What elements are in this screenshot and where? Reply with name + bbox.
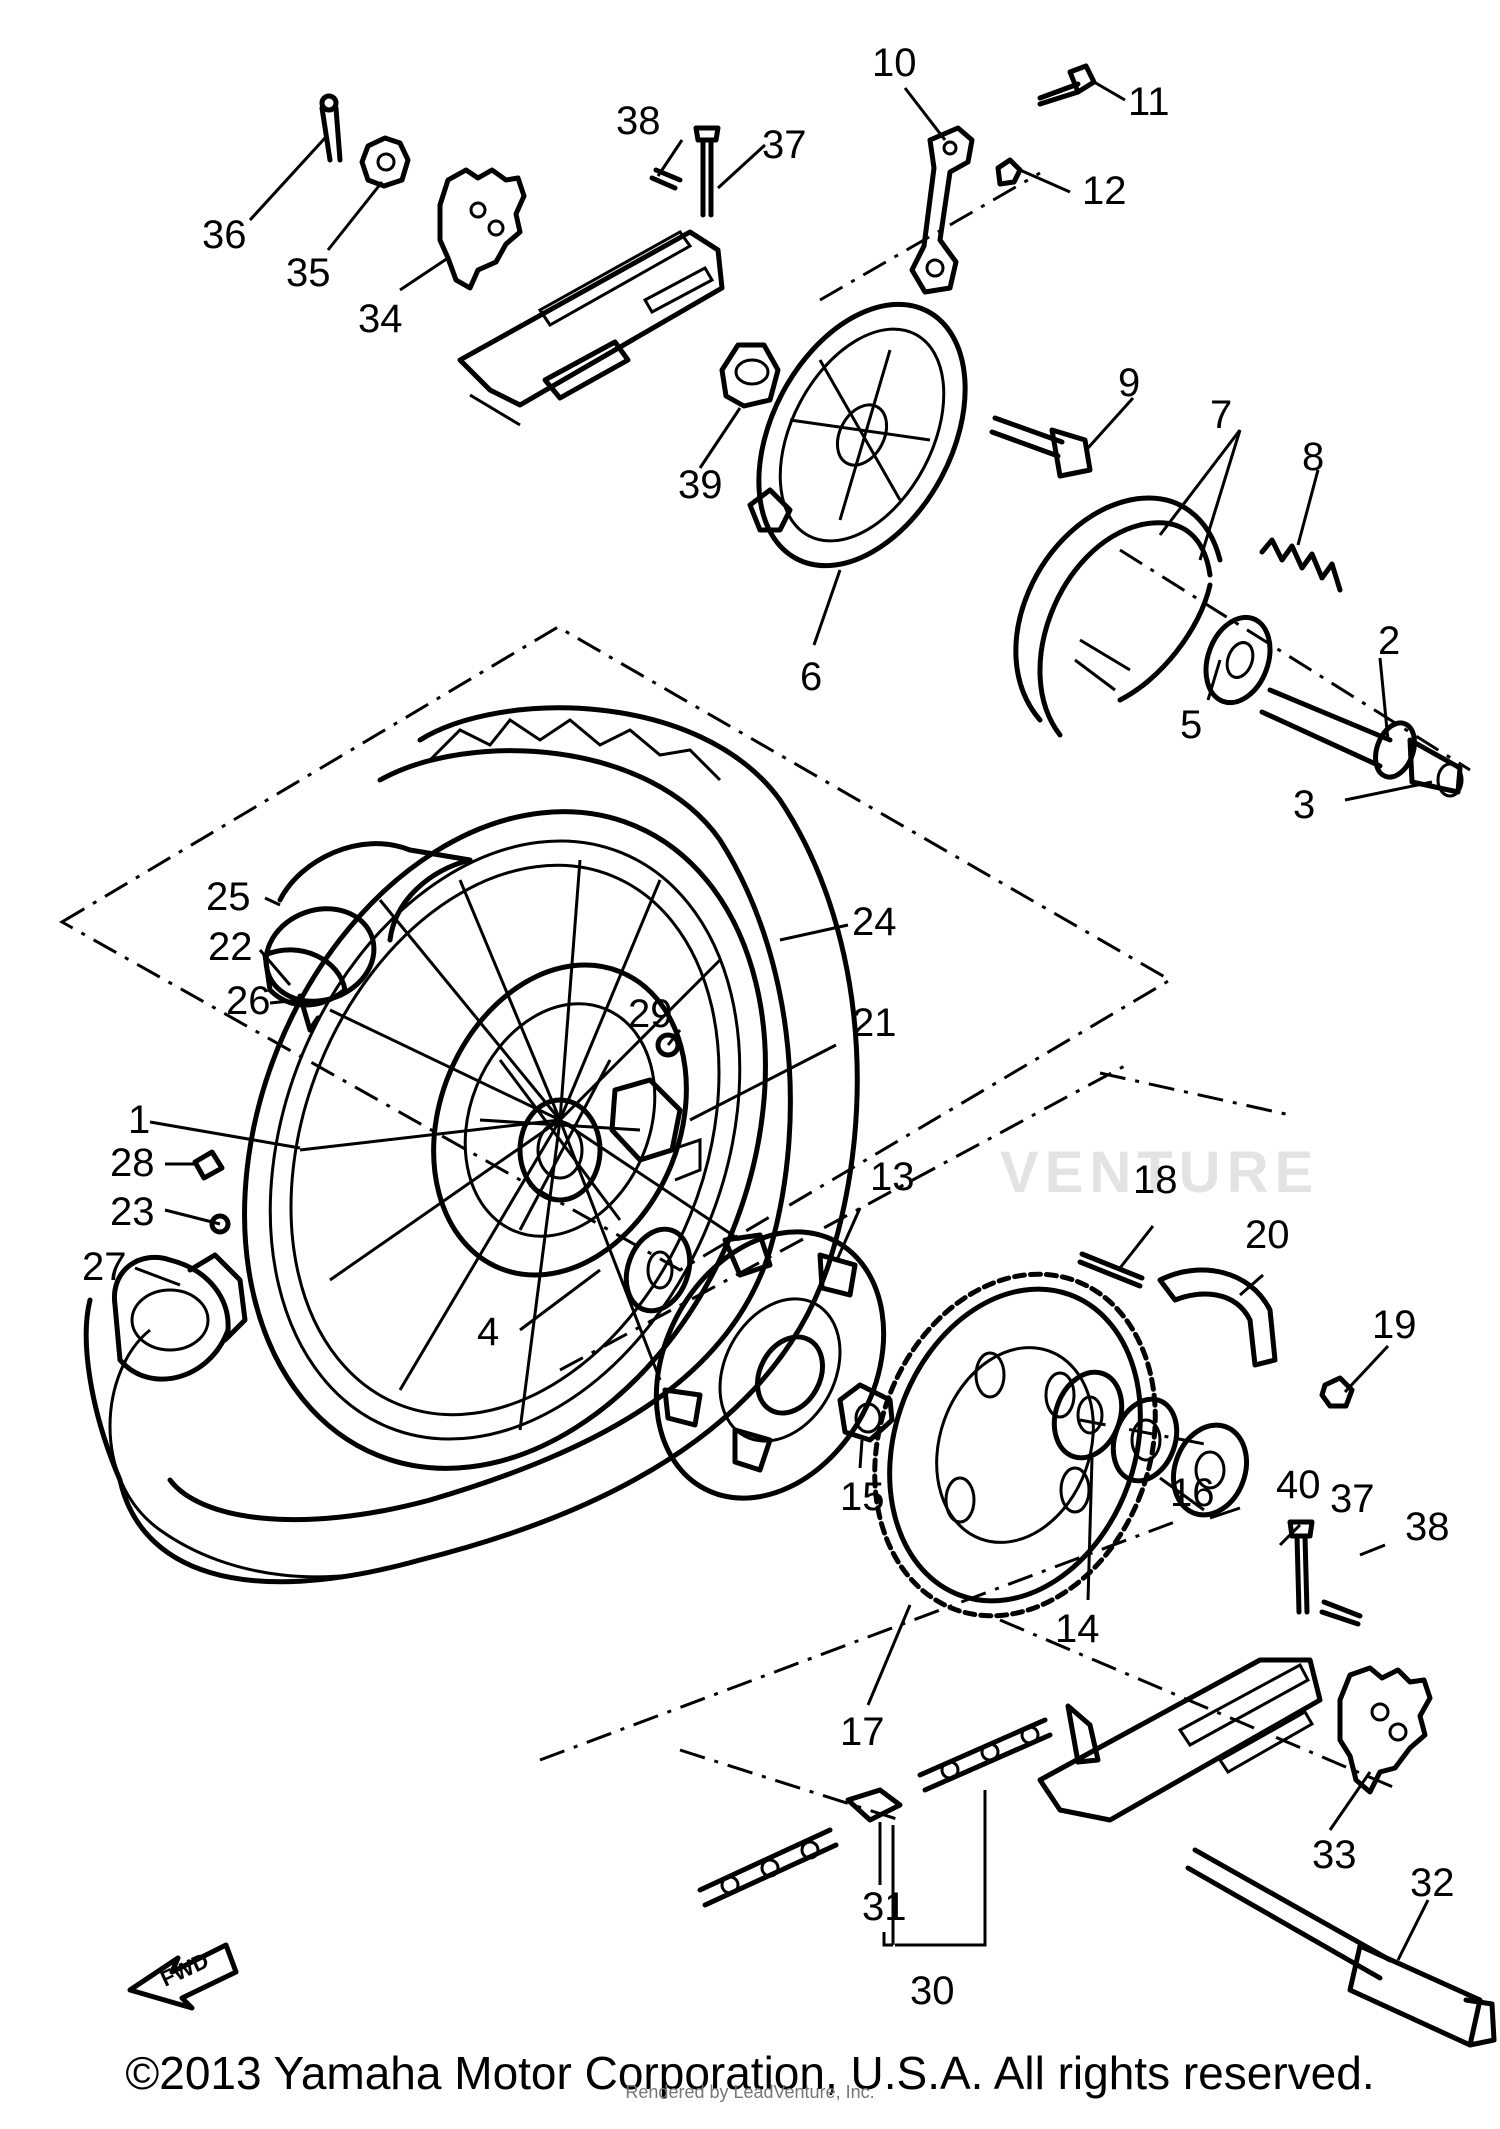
clutch-hub-13 xyxy=(653,1229,887,1501)
callout-30: 30 xyxy=(910,1969,955,2013)
callout-38: 38 xyxy=(616,99,661,143)
callout-2: 2 xyxy=(1378,619,1400,663)
callout-6: 6 xyxy=(800,655,822,699)
cam-shaft-9 xyxy=(989,415,1093,479)
callout-32: 32 xyxy=(1410,1861,1455,1905)
spring-8 xyxy=(1259,537,1343,593)
adjuster-screw-38-lower xyxy=(1319,1599,1363,1627)
collar-3 xyxy=(1407,737,1464,798)
collar-39 xyxy=(719,342,781,409)
chain-joint-31 xyxy=(845,1787,903,1823)
callout-31: 31 xyxy=(862,1885,907,1929)
rim-1 xyxy=(242,809,768,1471)
inner-tube-25 xyxy=(263,841,473,1004)
callout-38-lower: 38 xyxy=(1405,1505,1450,1549)
chain-guard-bracket-20 xyxy=(1157,1267,1278,1368)
forward-arrow-icon: FWD xyxy=(127,1942,239,2011)
callout-40: 40 xyxy=(1276,1463,1321,1507)
bearing-4 xyxy=(623,1226,693,1314)
callout-4: 4 xyxy=(477,1310,499,1354)
spacer-2 xyxy=(1259,687,1417,780)
callout-1: 1 xyxy=(128,1098,150,1142)
adjuster-bolt-37-lower xyxy=(1287,1519,1315,1615)
drive-chain-30 xyxy=(697,1717,1053,1908)
callout-21: 21 xyxy=(852,1001,897,1045)
callout-22: 22 xyxy=(208,925,253,969)
adjuster-bolt-37 xyxy=(693,125,721,218)
nut-19 xyxy=(1319,1375,1355,1409)
leader-lines xyxy=(134,80,1433,1961)
nut-35 xyxy=(359,135,411,189)
rear-sprocket-17 xyxy=(872,1271,1158,1619)
bearing-5 xyxy=(1203,614,1273,706)
brake-shoe-plate-6 xyxy=(747,301,968,569)
bearing-14 xyxy=(1051,1369,1125,1461)
collar-40 xyxy=(1171,1422,1249,1518)
rear-axle-32 xyxy=(1185,1847,1497,2048)
callout-36: 36 xyxy=(202,213,247,257)
oil-seal-16 xyxy=(1110,1396,1180,1484)
callout-13: 13 xyxy=(870,1155,915,1199)
callout-28: 28 xyxy=(110,1141,155,1185)
callout-8: 8 xyxy=(1302,435,1324,479)
callout-37-lower: 37 xyxy=(1330,1477,1375,1521)
callout-26: 26 xyxy=(226,979,271,1023)
cotter-pin-12 xyxy=(995,157,1023,187)
callout-19: 19 xyxy=(1372,1303,1417,1347)
adjuster-screw-38 xyxy=(649,167,683,191)
assembly-outline xyxy=(59,171,1471,1822)
tire-flap-27 xyxy=(111,1252,248,1382)
callout-29: 29 xyxy=(628,992,673,1036)
callout-18: 18 xyxy=(1133,1158,1178,1202)
cotter-pin-36 xyxy=(319,93,343,163)
nut-29 xyxy=(655,1032,681,1058)
callout-labels: 1 2 3 4 5 6 7 8 9 10 11 12 13 14 15 16 1… xyxy=(82,41,1455,2013)
watermark-caption: Rendered by LeadVenture, Inc. xyxy=(625,2082,875,2102)
callout-16: 16 xyxy=(1170,1471,1215,1515)
bolt-18 xyxy=(1077,1251,1145,1289)
callout-14: 14 xyxy=(1055,1607,1100,1651)
callout-23: 23 xyxy=(110,1190,155,1234)
swingarm-end-lower xyxy=(1037,1657,1323,1823)
brake-shoes-7 xyxy=(1013,495,1223,738)
callout-33: 33 xyxy=(1312,1833,1357,1877)
callout-25: 25 xyxy=(206,875,251,919)
callout-5: 5 xyxy=(1180,703,1202,747)
callout-12: 12 xyxy=(1082,169,1127,213)
callout-34: 34 xyxy=(358,297,403,341)
wheel-hub xyxy=(431,962,689,1278)
callout-27: 27 xyxy=(82,1245,127,1289)
hub-damper-21 xyxy=(609,1077,702,1182)
copyright-notice: ©2013 Yamaha Motor Corporation, U.S.A. A… xyxy=(125,2047,1375,2099)
torque-arm-10 xyxy=(909,125,975,295)
chain-adjuster-33 xyxy=(1337,1665,1433,1795)
callout-15: 15 xyxy=(840,1475,885,1519)
callout-9: 9 xyxy=(1118,361,1140,405)
callout-37: 37 xyxy=(762,123,807,167)
callout-7: 7 xyxy=(1210,393,1232,437)
chain-adjuster-34 xyxy=(437,167,527,291)
bolt-11 xyxy=(1037,63,1097,107)
callout-35: 35 xyxy=(286,251,331,295)
callout-24: 24 xyxy=(852,900,897,944)
callout-20: 20 xyxy=(1245,1213,1290,1257)
callout-17: 17 xyxy=(840,1710,885,1754)
callout-11: 11 xyxy=(1128,80,1170,124)
spoke-nipple-28 xyxy=(192,1149,225,1181)
valve-26 xyxy=(297,993,321,1033)
watermark-text: VENTURE xyxy=(1000,1140,1319,1205)
callout-3: 3 xyxy=(1293,783,1315,827)
swingarm-end-upper xyxy=(457,229,725,427)
spoke-nipple-23 xyxy=(209,1213,231,1235)
callout-39: 39 xyxy=(678,463,723,507)
callout-10: 10 xyxy=(872,41,917,85)
